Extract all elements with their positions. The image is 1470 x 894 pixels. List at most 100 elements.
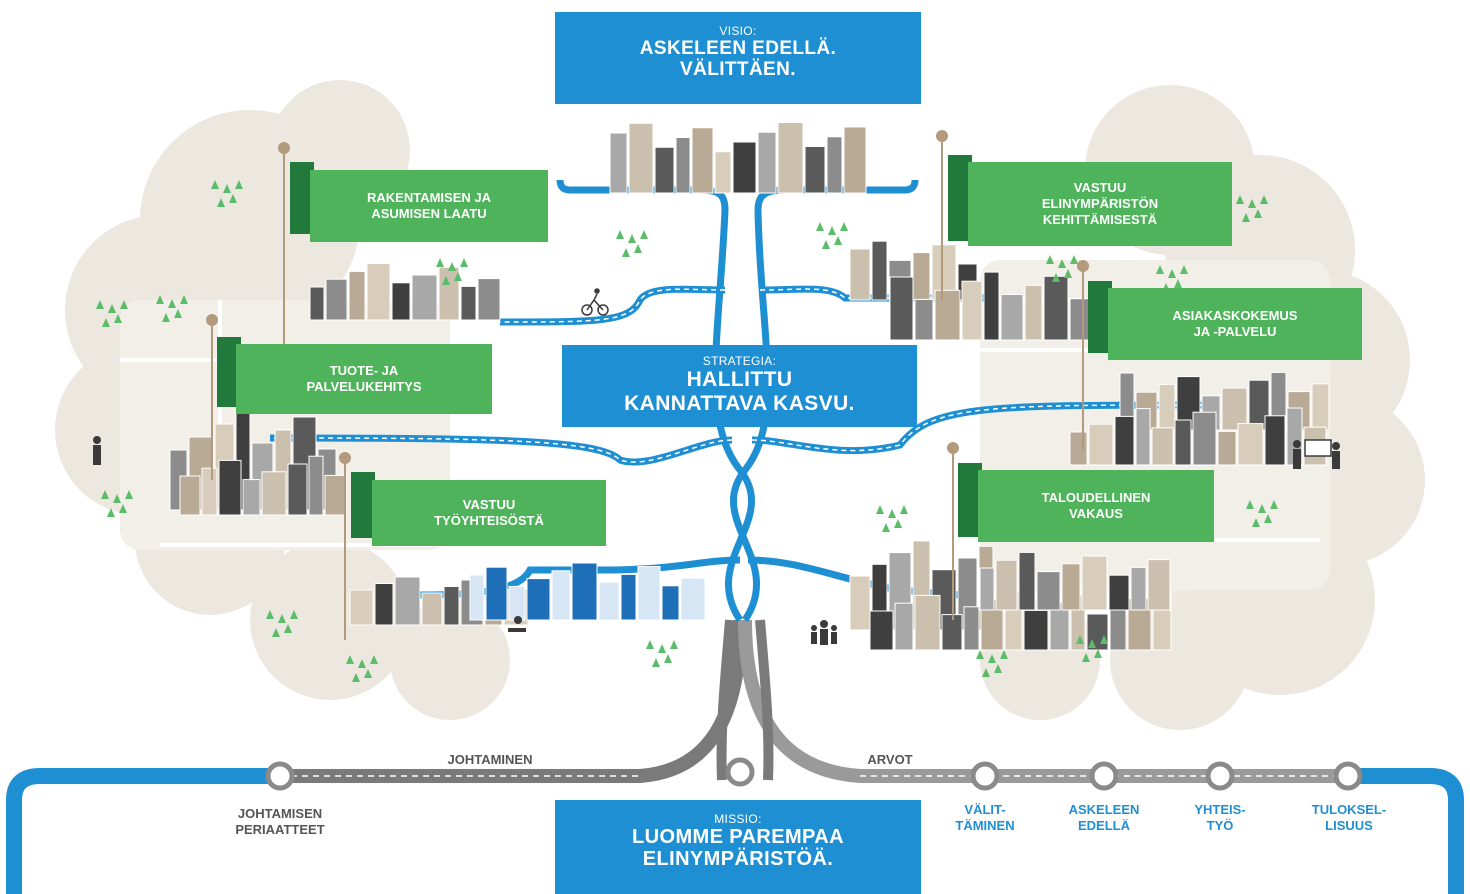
- tree: [162, 313, 170, 322]
- tree: [101, 490, 109, 499]
- value-label-4: TULOKSEL- LISUUS: [1311, 802, 1387, 833]
- tree: [646, 640, 654, 649]
- tree: [346, 655, 354, 664]
- root-label-right: ARVOT: [867, 752, 913, 767]
- building: [609, 132, 628, 194]
- goal-text-2: TUOTE- JA PALVELUKEHITYS: [306, 363, 422, 394]
- building: [1061, 563, 1081, 611]
- building: [366, 263, 391, 321]
- vision-box: VISIO: ASKELEEN EDELLÄ. VÄLITTÄEN.: [555, 12, 921, 104]
- building: [1023, 609, 1049, 651]
- mission-box: MISSIO: LUOMME PAREMPAA ELINYMPÄRISTÖÄ.: [555, 800, 921, 894]
- building: [961, 280, 983, 341]
- goal-flag-2: TUOTE- JA PALVELUKEHITYS: [236, 344, 492, 414]
- building: [1114, 415, 1135, 466]
- building: [983, 271, 1000, 341]
- tree: [102, 318, 110, 327]
- building: [1237, 423, 1264, 466]
- building: [460, 285, 477, 321]
- building: [1192, 411, 1217, 466]
- building: [242, 479, 261, 516]
- goal-text-6: TALOUDELLINEN VAKAUS: [1041, 490, 1151, 521]
- tree: [1180, 265, 1188, 274]
- mission-arch: [6, 768, 1464, 894]
- tree: [1094, 649, 1102, 658]
- building: [732, 141, 757, 194]
- tree: [652, 658, 660, 667]
- building: [218, 459, 242, 516]
- building: [869, 610, 894, 651]
- goal-flag-4: VASTUU ELINYMPÄRISTÖN KEHITTÄMISESTÄ: [968, 162, 1232, 246]
- building: [469, 574, 485, 621]
- building: [1000, 294, 1024, 341]
- tree: [352, 673, 360, 682]
- tree: [1242, 213, 1250, 222]
- building: [485, 566, 508, 621]
- building: [826, 136, 843, 194]
- building: [714, 151, 732, 194]
- building: [526, 578, 551, 621]
- whiteboard-icon: [1304, 439, 1332, 457]
- tree: [664, 654, 672, 663]
- tree: [670, 640, 678, 649]
- tree: [442, 276, 450, 285]
- tree: [1156, 265, 1164, 274]
- tree: [1088, 639, 1096, 648]
- tree: [982, 668, 990, 677]
- building: [349, 589, 374, 626]
- building: [477, 278, 501, 321]
- building: [1311, 383, 1330, 431]
- tree: [882, 523, 890, 532]
- tree: [634, 244, 642, 253]
- building: [391, 282, 411, 321]
- tree: [1246, 500, 1254, 509]
- value-label-2: ASKELEEN EDELLÄ: [1068, 802, 1140, 833]
- tree: [364, 669, 372, 678]
- tree: [168, 299, 176, 308]
- tree: [290, 610, 298, 619]
- tree: [1248, 199, 1256, 208]
- tree: [994, 664, 1002, 673]
- mission-text: LUOMME PAREMPAA ELINYMPÄRISTÖÄ.: [632, 826, 844, 870]
- tree: [358, 659, 366, 668]
- building: [912, 252, 931, 301]
- tree: [1082, 653, 1090, 662]
- building: [1069, 298, 1090, 341]
- building: [201, 467, 218, 516]
- building: [1217, 430, 1237, 466]
- tree: [448, 262, 456, 271]
- goal-flag-3: VASTUU TYÖYHTEISÖSTÄ: [372, 480, 606, 546]
- value-label-1: VÄLIT- TÄMINEN: [955, 802, 1015, 833]
- building: [979, 567, 995, 611]
- flag-poles: [206, 130, 1089, 640]
- building: [871, 240, 888, 301]
- tree: [1168, 269, 1176, 278]
- tree: [223, 184, 231, 193]
- building: [777, 122, 804, 194]
- tree: [119, 504, 127, 513]
- tree: [278, 614, 286, 623]
- root-roads: [280, 619, 1350, 783]
- tree: [120, 300, 128, 309]
- building: [1108, 574, 1130, 611]
- building: [995, 559, 1018, 611]
- tree: [894, 519, 902, 528]
- strategy-label: STRATEGIA:: [702, 354, 777, 368]
- building: [637, 566, 661, 621]
- building: [1109, 605, 1127, 651]
- building-clusters: [169, 122, 1330, 651]
- tree: [180, 295, 188, 304]
- building: [1130, 566, 1147, 611]
- tree: [622, 248, 630, 257]
- strategy-box: STRATEGIA: HALLITTU KANNATTAVA KASVU.: [562, 345, 917, 427]
- tree: [125, 490, 133, 499]
- tree: [156, 295, 164, 304]
- tree: [460, 258, 468, 267]
- tree-groups: [96, 180, 1278, 682]
- building: [394, 576, 421, 626]
- building: [963, 606, 980, 651]
- vision-text: ASKELEEN EDELLÄ. VÄLITTÄEN.: [639, 38, 837, 80]
- tree: [1070, 255, 1078, 264]
- tree: [1174, 279, 1182, 288]
- road-nodes: [265, 757, 1363, 791]
